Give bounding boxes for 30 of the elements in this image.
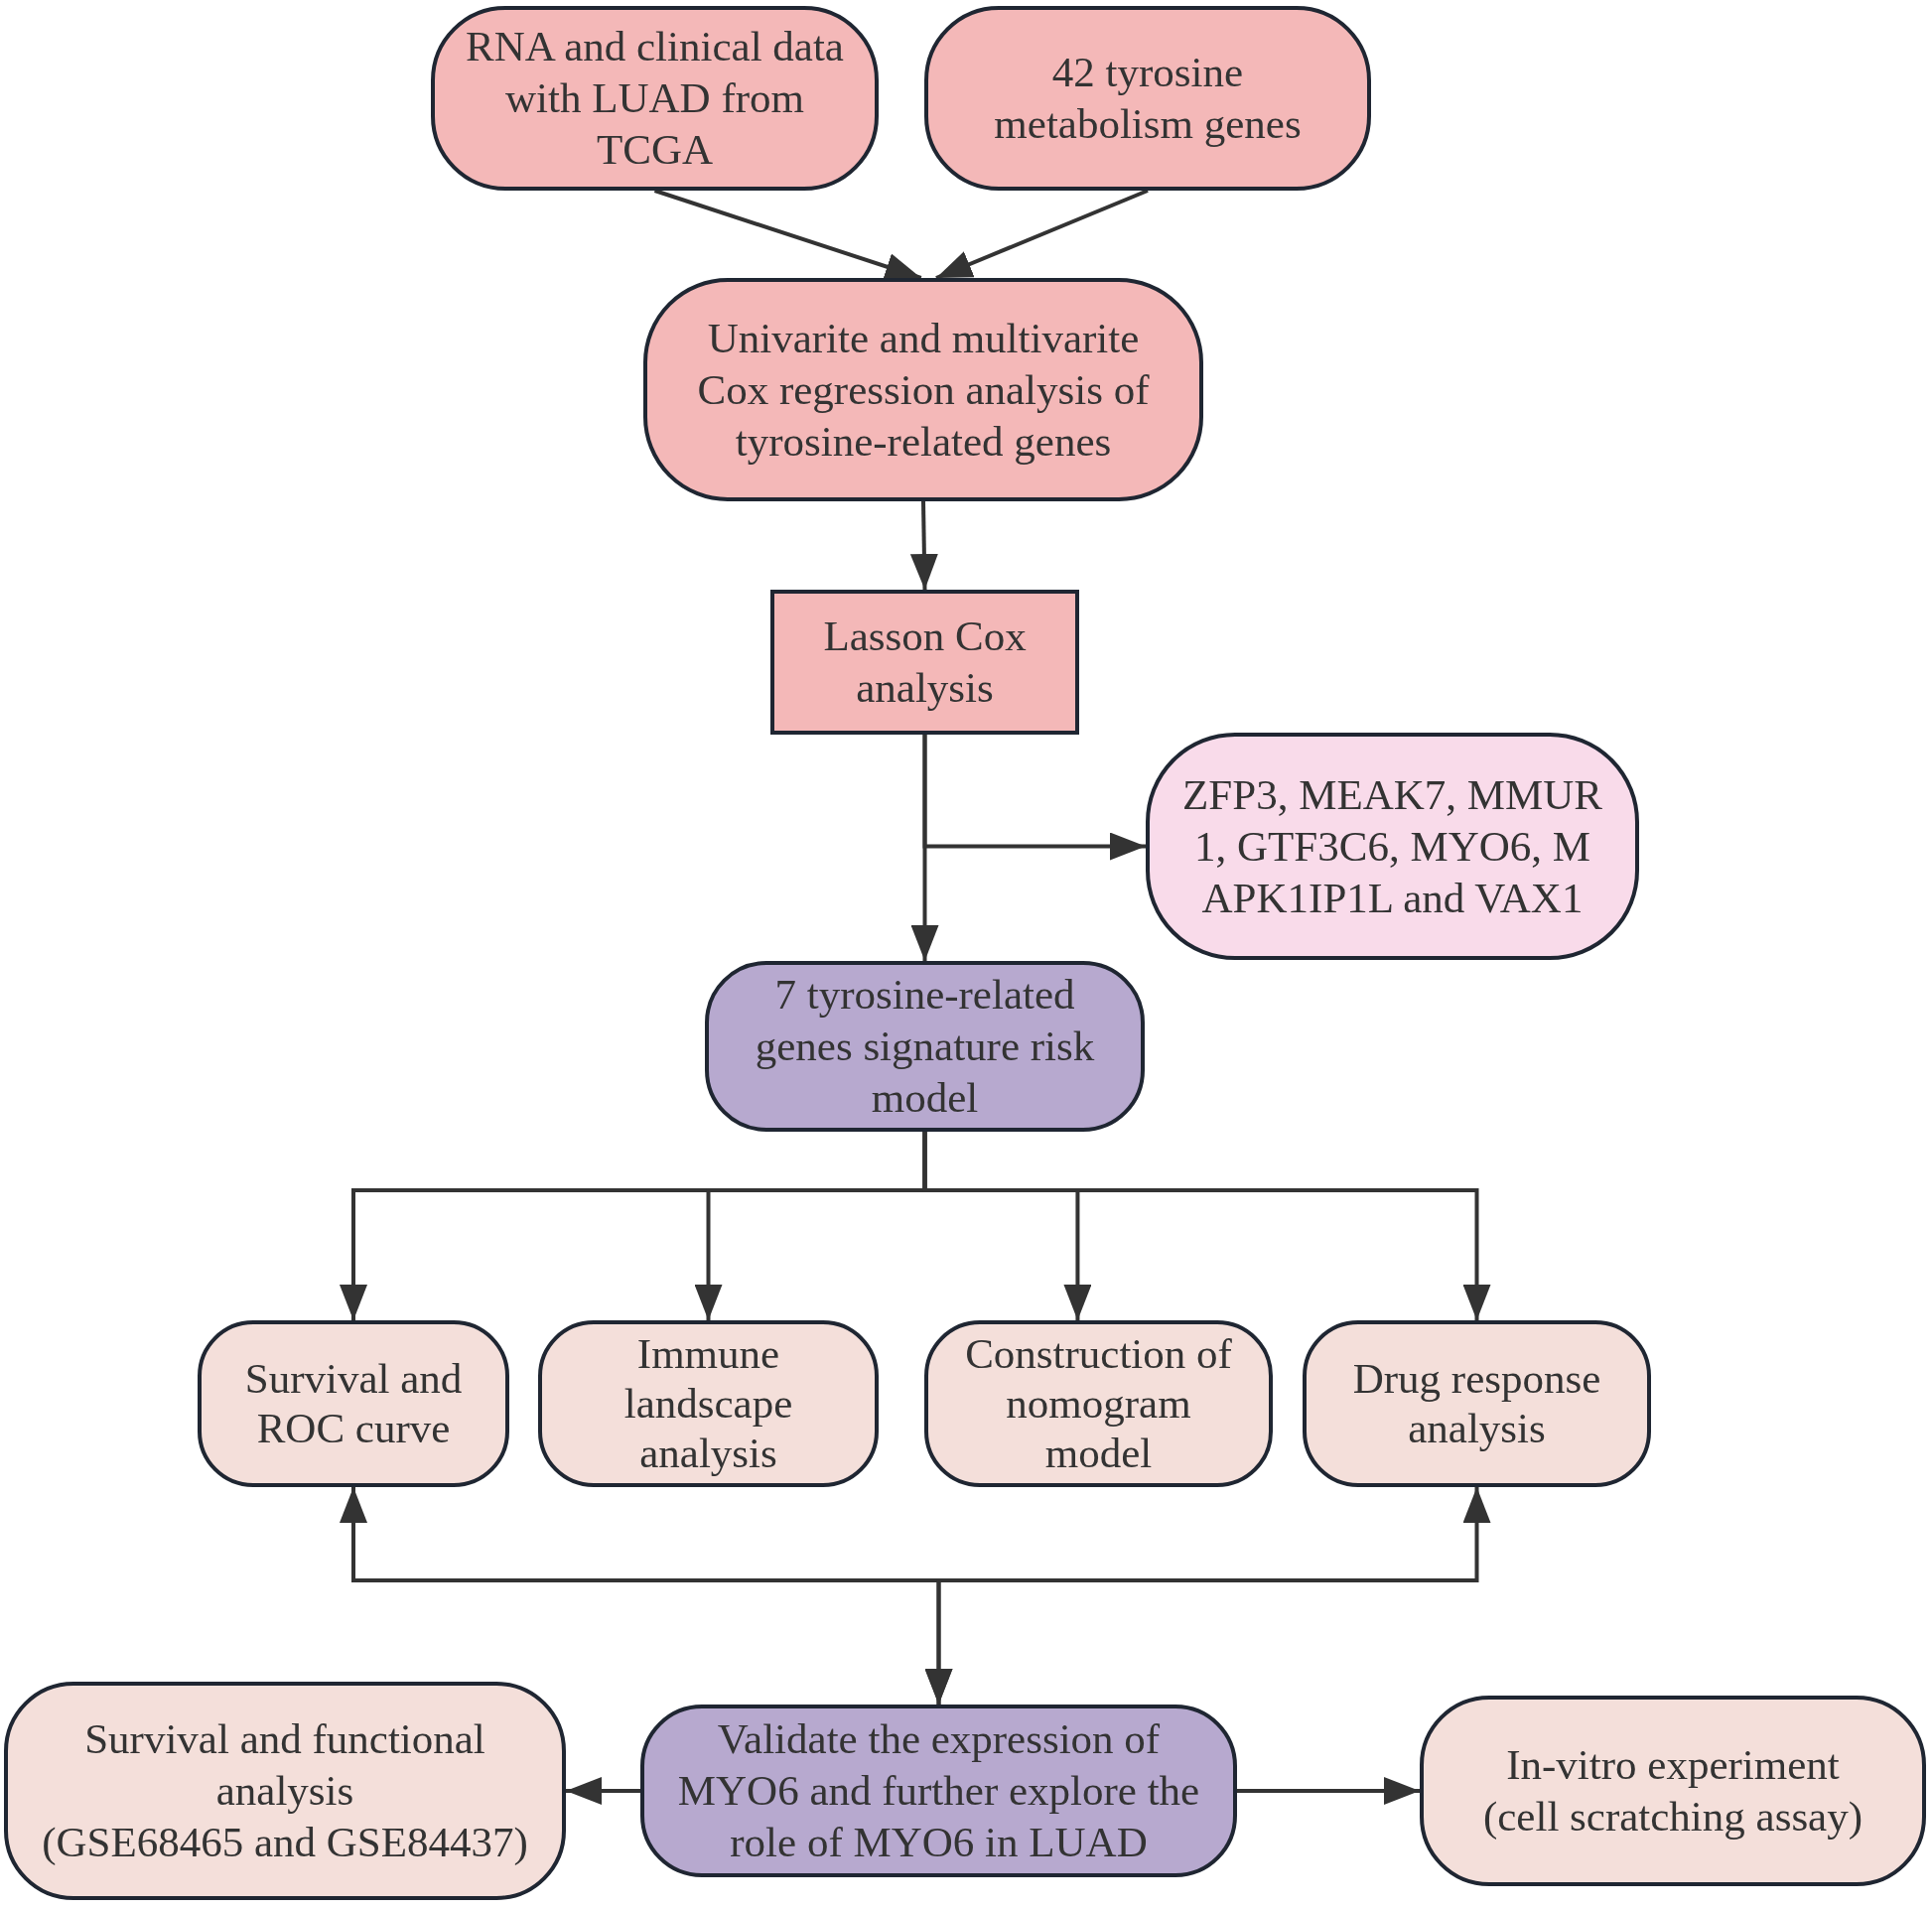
step-label: Validate the expression of MYO6 and further explore the role of MYO6 in LUAD: [676, 1714, 1201, 1867]
rounded-process-box: [924, 1320, 1273, 1487]
arrow: [566, 1777, 640, 1805]
arrow: [1237, 1777, 1420, 1805]
step-label: Univarite and multivarite Cox regression analysis of tyrosine-related genes: [696, 313, 1151, 467]
arrow: [922, 1132, 1491, 1320]
step-label: In-vitro experiment (cell scratching assay): [1481, 1740, 1863, 1842]
step-label: Drug response analysis: [1351, 1354, 1602, 1453]
process-box: [770, 590, 1079, 735]
step-label: Survival and ROC curve: [243, 1354, 464, 1453]
step-label: Immune landscape analysis: [622, 1329, 794, 1478]
step-label: ZFP3, MEAK7, MMUR1, GTF3C6, MYO6, MAPK1IP1L and VAX1: [1181, 769, 1603, 923]
step-label: 42 tyrosine metabolism genes: [993, 48, 1303, 149]
step-label: Survival and functional analysis (GSE68465 and GSE84437): [42, 1714, 528, 1867]
step-label: RNA and clinical data with LUAD from TCGA: [465, 22, 845, 175]
step-label: 7 tyrosine-related genes signature risk model: [754, 970, 1096, 1123]
step-label: Lasson Cox analysis: [822, 612, 1028, 713]
rounded-process-box: [640, 1705, 1237, 1877]
rounded-process-box: [538, 1320, 879, 1487]
arrow: [653, 189, 922, 281]
rounded-process-box: [1420, 1696, 1926, 1886]
step-label: Construction of nomogram model: [964, 1329, 1233, 1478]
arrow: [935, 189, 1149, 280]
rounded-process-box: [4, 1682, 566, 1900]
rounded-process-box: [1303, 1320, 1651, 1487]
double-arrow: [924, 1487, 1491, 1705]
rounded-process-box: [198, 1320, 509, 1487]
arrow: [909, 500, 938, 591]
arrow: [922, 735, 1146, 861]
rounded-process-box: [705, 961, 1145, 1132]
